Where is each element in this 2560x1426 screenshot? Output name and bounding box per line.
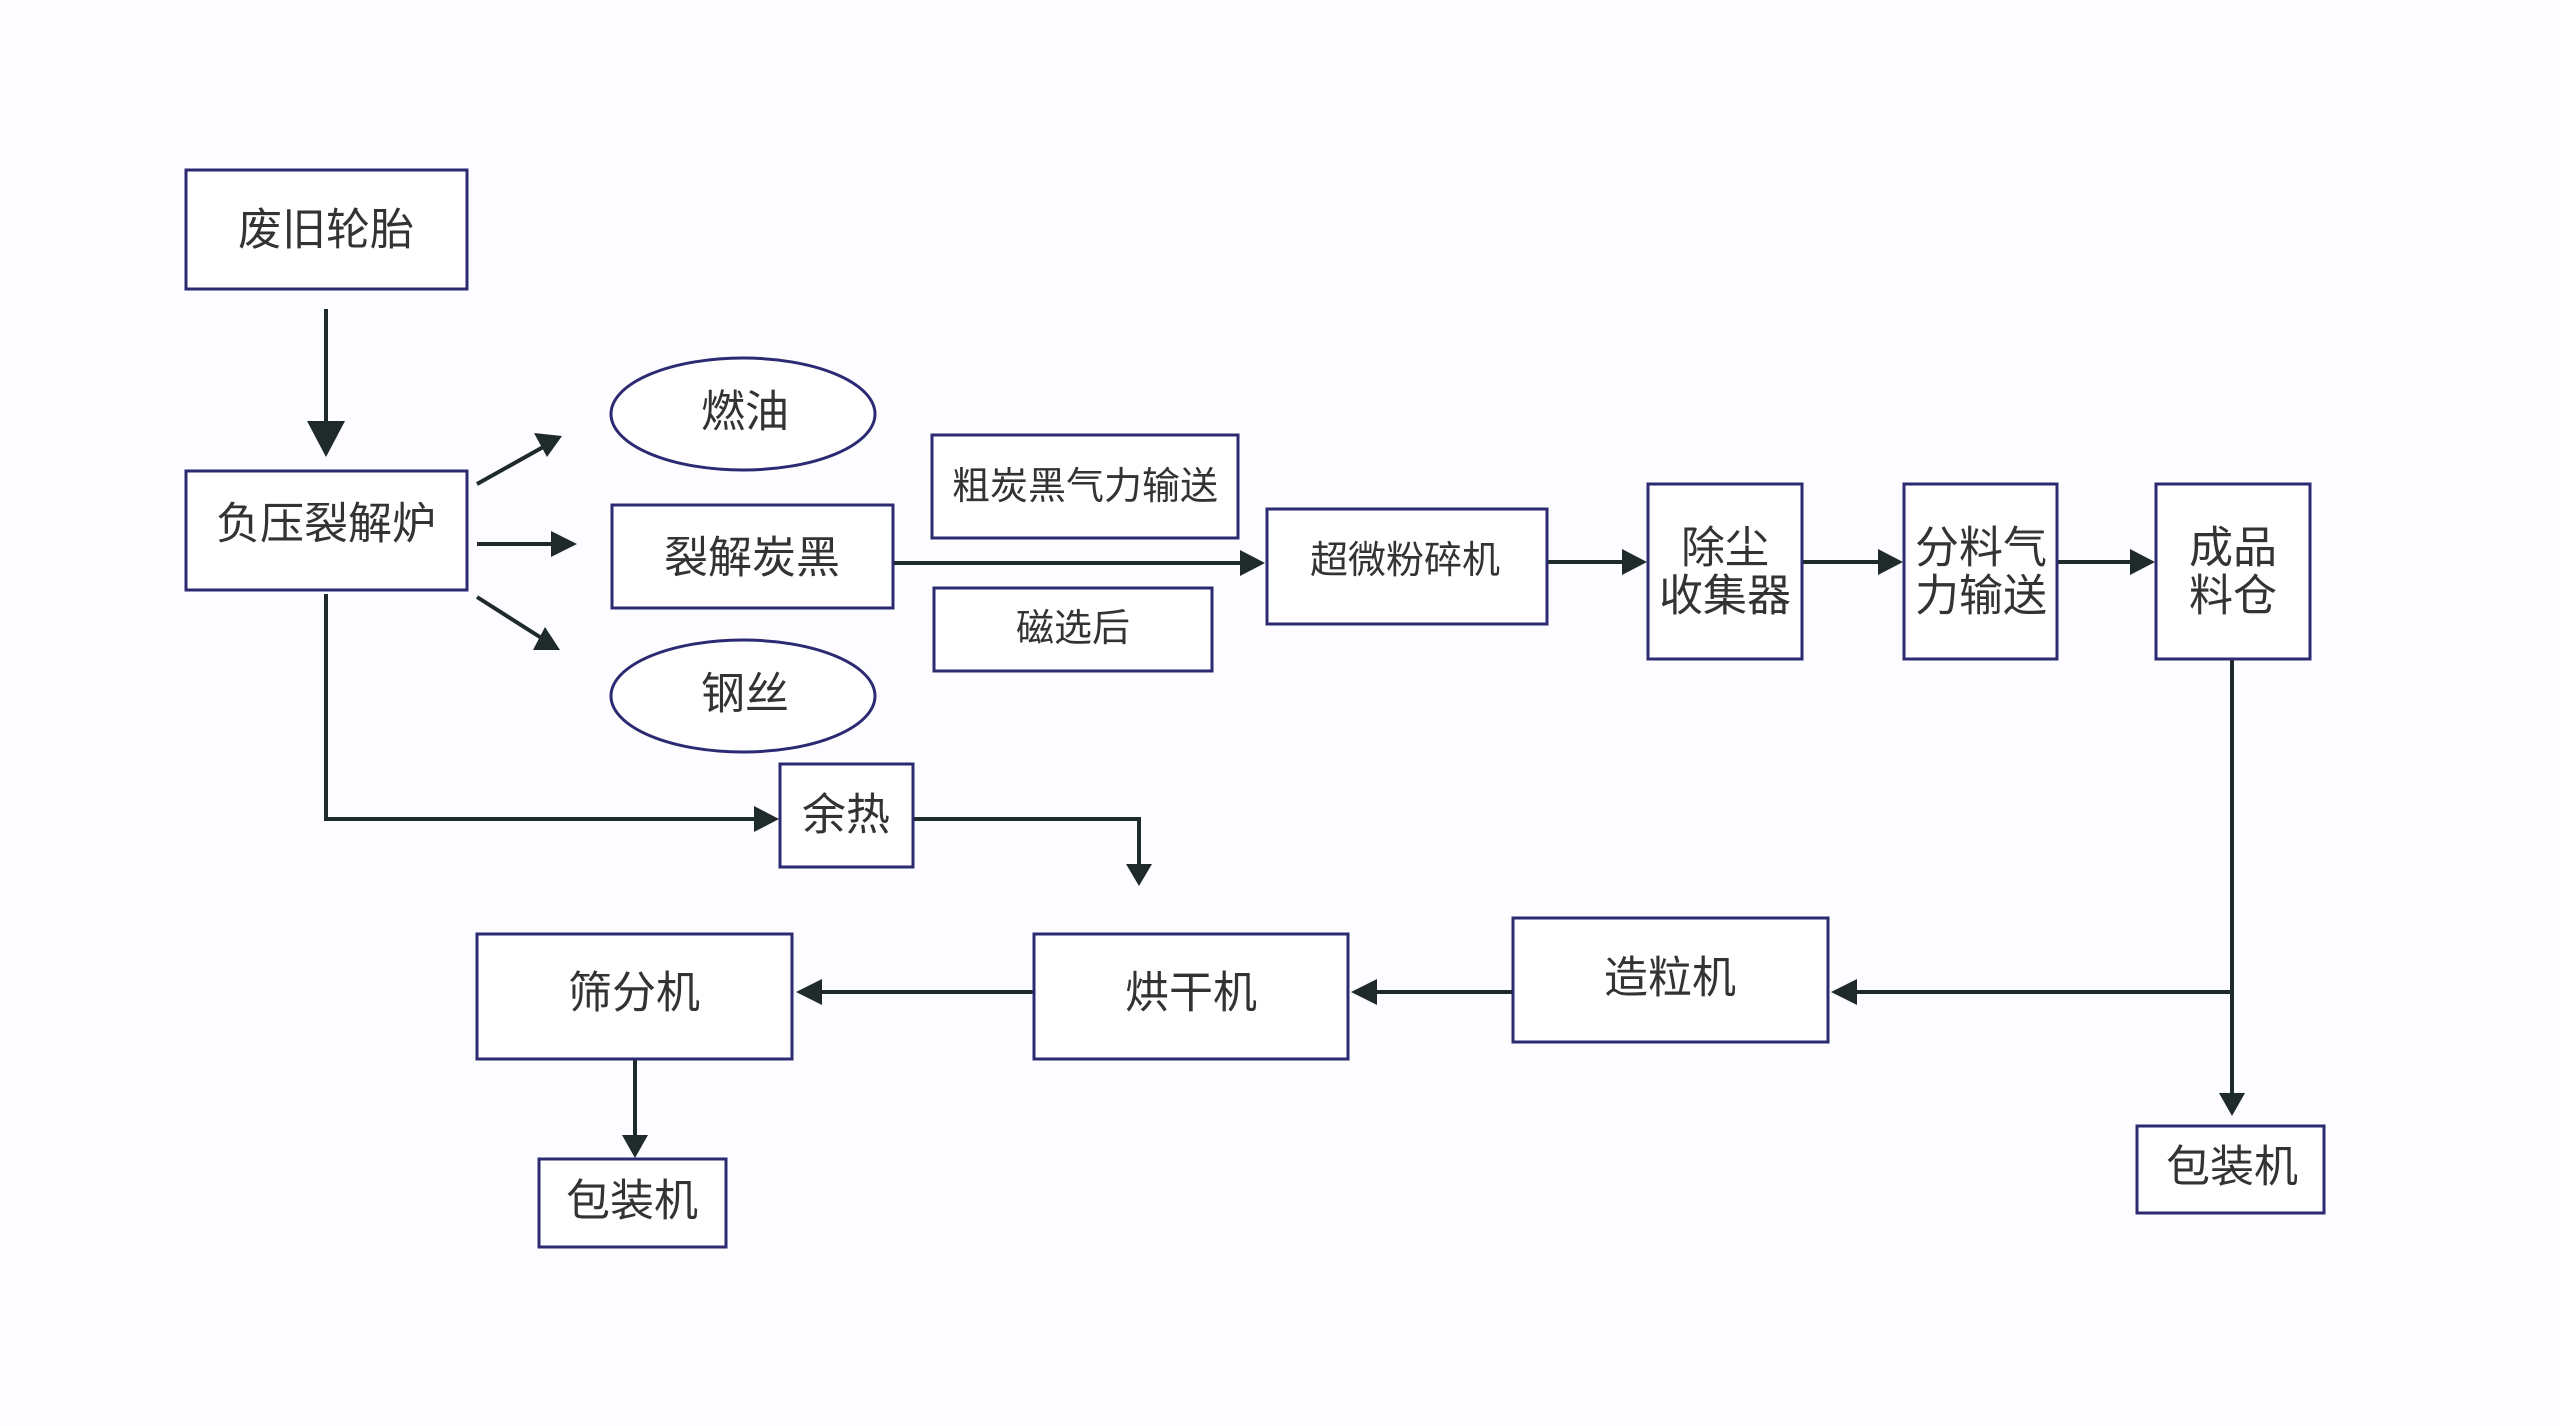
node-steel-wire[interactable]: 钢丝 [609,638,877,754]
arrow-head-down [2219,1093,2245,1116]
arrow-head-right [1240,550,1265,576]
node-pyrolysis-carbon-black[interactable]: 裂解炭黑 [610,503,895,610]
node-label: 废旧轮胎 [238,205,414,256]
edge-pneumatic-to-silo [2058,549,2155,575]
arrow-head-right [2130,549,2155,575]
arrow-head [533,627,560,650]
node-label-line2: 料仓 [2189,571,2277,622]
edge-screening-to-packing-left [622,1059,648,1158]
node-label-line2: 收集器 [1659,571,1791,622]
node-label-line1: 除尘 [1681,523,1769,574]
node-label-line1: 成品 [2189,523,2277,574]
edge-furnace-to-steel-wire [475,595,560,650]
node-label: 包装机 [566,1176,698,1227]
node-after-magnetic-separation[interactable]: 磁选后 [932,586,1214,673]
edge-dryer-to-screening [796,979,1034,1005]
node-packing-machine-left[interactable]: 包装机 [537,1157,728,1249]
arrow-head-right [754,806,779,832]
edge-furnace-to-waste-heat [324,594,779,832]
node-label: 负压裂解炉 [216,499,436,550]
arrow-head-right [1878,549,1903,575]
node-dust-collector[interactable]: 除尘 收集器 [1646,482,1804,661]
node-label: 裂解炭黑 [664,533,840,584]
arrow-head-down [622,1135,648,1158]
node-label: 造粒机 [1604,953,1736,1004]
arrow-head-left [796,979,822,1005]
node-label: 包装机 [2166,1142,2298,1193]
arrow-head [534,433,562,457]
arrow-head-right [1622,549,1647,575]
edge-granulator-to-dryer [1351,979,1513,1005]
arrow-head-down [307,421,345,457]
edge-waste-tire-to-furnace [307,309,345,457]
arrow-head-left [1351,979,1377,1005]
node-label: 超微粉碎机 [1310,538,1500,582]
nodes: 废旧轮胎 负压裂解炉 燃油 裂解炭黑 钢丝 粗炭黑气力输送 磁选后 超微粉碎机 [184,168,2326,1249]
edge-mill-to-dust-collector [1547,549,1647,575]
node-fuel-oil[interactable]: 燃油 [609,356,877,472]
node-product-silo[interactable]: 成品 料仓 [2154,482,2312,661]
edge-furnace-to-carbon-black [477,531,577,557]
node-label: 磁选后 [1016,606,1130,650]
arrow-head-right [551,531,577,557]
node-crude-carbon-black-conveying[interactable]: 粗炭黑气力输送 [930,433,1240,540]
node-screening-machine[interactable]: 筛分机 [475,932,794,1061]
node-ultrafine-mill[interactable]: 超微粉碎机 [1265,507,1549,626]
edge-silo-to-granulator [1831,979,2232,1005]
node-granulator[interactable]: 造粒机 [1511,916,1830,1044]
edge-carbon-black-to-mill [893,550,1265,576]
node-label-line1: 分料气 [1915,523,2047,574]
edges [307,309,2245,1158]
node-waste-heat[interactable]: 余热 [778,762,915,869]
node-label-line2: 力输送 [1915,571,2047,622]
node-pneumatic-conveying[interactable]: 分料气 力输送 [1902,482,2059,661]
arrow-head-down [1126,864,1152,886]
node-pyrolysis-furnace[interactable]: 负压裂解炉 [184,469,469,592]
edge-furnace-to-fuel-oil [476,433,562,486]
node-waste-tire[interactable]: 废旧轮胎 [184,168,469,291]
node-label: 烘干机 [1125,968,1257,1019]
node-label: 粗炭黑气力输送 [952,464,1218,508]
edge-dust-collector-to-pneumatic [1802,549,1903,575]
node-label: 钢丝 [701,669,789,720]
node-label: 燃油 [701,387,789,438]
node-label: 筛分机 [568,968,700,1019]
edge-waste-heat-to-dryer [913,817,1152,886]
node-label: 余热 [802,790,890,841]
node-dryer[interactable]: 烘干机 [1032,932,1350,1061]
arrow-head-left [1831,979,1857,1005]
node-packing-machine-right[interactable]: 包装机 [2135,1124,2326,1215]
edge-silo-to-packing-right [2219,659,2245,1116]
